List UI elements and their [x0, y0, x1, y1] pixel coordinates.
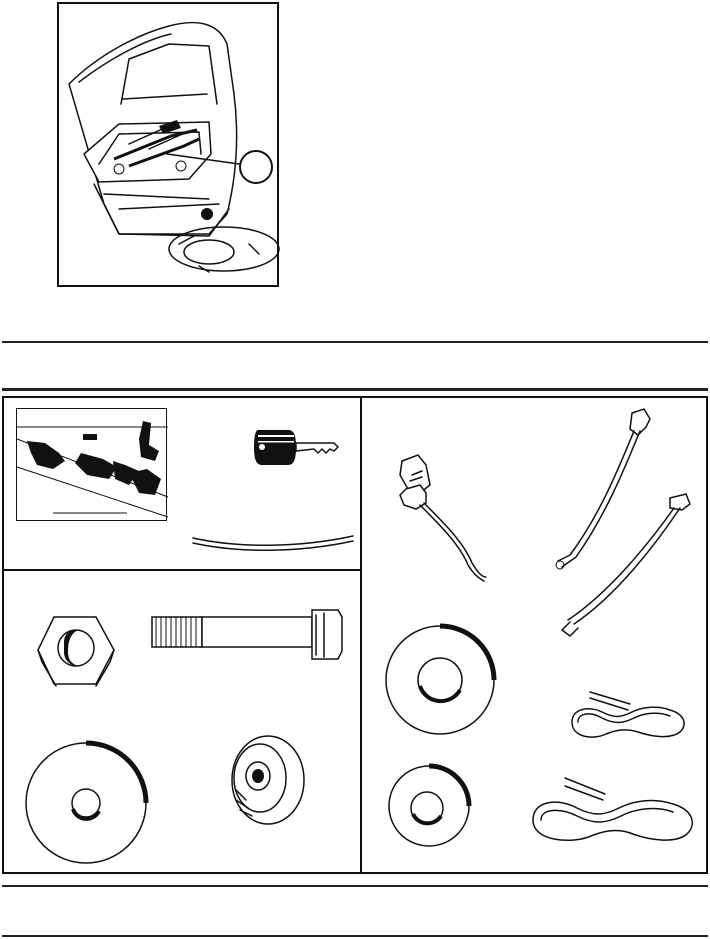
section-divider-3 [2, 885, 708, 887]
cable-rod-part [192, 535, 354, 552]
ignition-key-part [254, 430, 340, 465]
hex-bolt-part [151, 609, 343, 660]
tractor-hood-illustration [68, 21, 280, 273]
rod-with-handle-part [399, 454, 487, 582]
tractor-battery-figure [57, 2, 280, 287]
spacer-part [231, 735, 305, 825]
washer-medium-part [385, 623, 497, 735]
decal-illustration [16, 421, 169, 518]
hairpin-clip-small-part [571, 691, 685, 738]
decal-part [16, 408, 169, 521]
section-divider-1 [2, 341, 708, 343]
hex-nut-part [37, 616, 115, 687]
parts-panel-vertical-divider [360, 396, 362, 874]
flat-washer-large-part [25, 740, 149, 864]
hairpin-clip-large-part [532, 777, 693, 841]
section-divider-4 [2, 935, 708, 937]
lift-rod-short-part [561, 493, 691, 637]
callout-circle [239, 150, 273, 184]
parts-panel-horizontal-divider [2, 569, 362, 571]
washer-small-part [388, 763, 472, 847]
section-divider-2 [2, 388, 708, 391]
lift-rod-long-part [555, 408, 651, 570]
